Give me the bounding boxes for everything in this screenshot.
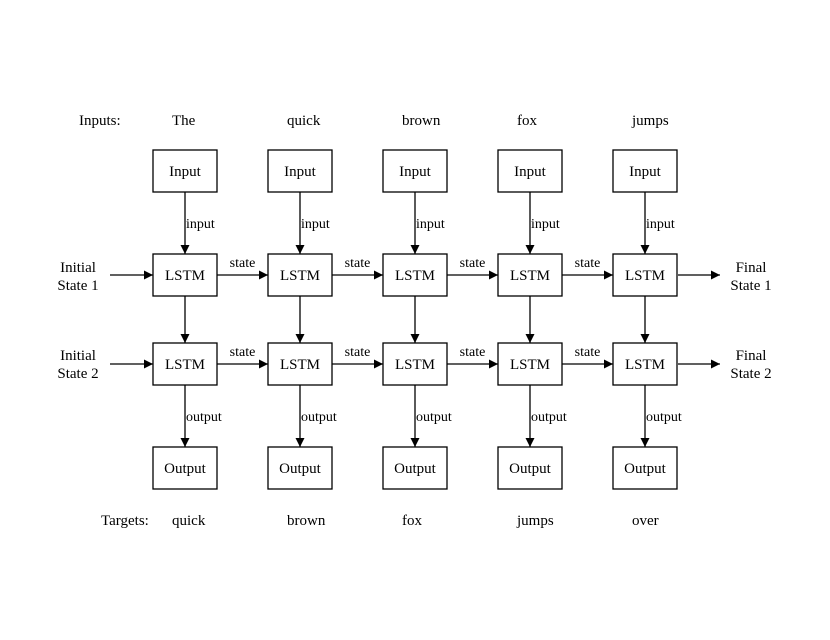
output-box-1-label: Output [164,461,207,477]
final-state-2-line-2: State 2 [730,366,771,382]
output-box-5-rect [612,446,678,490]
state-edge-label-layer-2-3: state [460,345,486,360]
output-box-4: Output [497,446,563,490]
lstm-layer-1-box-2: LSTM [267,253,333,297]
lstm-layer-2-box-5: LSTM [612,342,678,386]
output-box-1-rect [152,446,218,490]
input-box-4-label: Input [514,164,546,180]
input-word-5: jumps [631,113,669,129]
final-state-1-label: Final State 1 [730,260,771,294]
lstm-layer-2-box-3-rect [382,342,448,386]
output-box-1: Output [152,446,218,490]
lstm-layer-1-box-2-label: LSTM [280,268,320,284]
input-box-4-rect [497,149,563,193]
output-box-3: Output [382,446,448,490]
lstm-layer-1-box-3-rect [382,253,448,297]
target-word-3: fox [402,513,422,529]
input-box-3-rect [382,149,448,193]
lstm-layer-2-box-2: LSTM [267,342,333,386]
output-box-3-rect [382,446,448,490]
output-box-5-label: Output [624,461,667,477]
lstm-layer-2-box-3: LSTM [382,342,448,386]
lstm-layer-2-box-3-label: LSTM [395,357,435,373]
output-box-5: Output [612,446,678,490]
input-edge-label-4: input [531,217,560,232]
target-word-5: over [632,513,659,529]
final-state-2-line-1: Final [736,348,767,364]
lstm-layer-1-box-5: LSTM [612,253,678,297]
input-box-1: Input [152,149,218,193]
input-box-5: Input [612,149,678,193]
inputs-row-label: Inputs: [79,113,121,129]
input-box-4: Input [497,149,563,193]
output-edge-label-1: output [186,410,222,425]
state-edge-label-layer-1-3: state [460,256,486,271]
input-box-3: Input [382,149,448,193]
state-edge-label-layer-1-1: state [230,256,256,271]
output-box-4-rect [497,446,563,490]
input-box-1-rect [152,149,218,193]
state-edge-label-layer-2-1: state [230,345,256,360]
output-edge-label-2: output [301,410,337,425]
input-edge-label-3: input [416,217,445,232]
lstm-layer-2-box-4-label: LSTM [510,357,550,373]
input-box-3-label: Input [399,164,431,180]
state-edge-label-layer-2-4: state [575,345,601,360]
output-box-3-label: Output [394,461,437,477]
lstm-layer-1-box-1-label: LSTM [165,268,205,284]
lstm-layer-1-box-5-label: LSTM [625,268,665,284]
input-box-2: Input [267,149,333,193]
initial-state-2-line-1: Initial [60,348,96,364]
timestep-columns: ThequickInputLSTMLSTMOutputinputoutputst… [152,113,682,529]
final-state-1-line-2: State 1 [730,278,771,294]
targets-row-label: Targets: [101,513,149,529]
input-edge-label-2: input [301,217,330,232]
input-box-1-label: Input [169,164,201,180]
input-edge-label-1: input [186,217,215,232]
target-word-2: brown [287,513,326,529]
input-edge-label-5: input [646,217,675,232]
lstm-layer-1-box-3-label: LSTM [395,268,435,284]
lstm-layer-2-box-5-label: LSTM [625,357,665,373]
target-word-1: quick [172,513,206,529]
input-word-4: fox [517,113,537,129]
lstm-layer-2-box-4: LSTM [497,342,563,386]
input-word-3: brown [402,113,441,129]
initial-state-1-label: Initial State 1 [57,260,98,294]
input-word-1: The [172,113,196,129]
lstm-layer-1-box-4: LSTM [497,253,563,297]
input-word-2: quick [287,113,321,129]
lstm-layer-2-box-5-rect [612,342,678,386]
lstm-layer-1-box-4-label: LSTM [510,268,550,284]
initial-state-1-line-1: Initial [60,260,96,276]
output-box-2-rect [267,446,333,490]
output-edge-label-3: output [416,410,452,425]
input-box-2-label: Input [284,164,316,180]
target-word-4: jumps [516,513,554,529]
output-edge-label-4: output [531,410,567,425]
state-edge-label-layer-2-2: state [345,345,371,360]
lstm-layer-1-box-3: LSTM [382,253,448,297]
output-box-2-label: Output [279,461,322,477]
initial-state-1-line-2: State 1 [57,278,98,294]
initial-state-2-label: Initial State 2 [57,348,98,382]
lstm-layer-1-box-1: LSTM [152,253,218,297]
lstm-layer-2-box-2-label: LSTM [280,357,320,373]
final-state-1-line-1: Final [736,260,767,276]
state-edge-label-layer-1-2: state [345,256,371,271]
final-state-2-label: Final State 2 [730,348,771,382]
state-edge-label-layer-1-4: state [575,256,601,271]
input-box-5-label: Input [629,164,661,180]
lstm-layer-2-box-1-label: LSTM [165,357,205,373]
initial-state-2-line-2: State 2 [57,366,98,382]
lstm-layer-2-box-1: LSTM [152,342,218,386]
input-box-5-rect [612,149,678,193]
output-box-4-label: Output [509,461,552,477]
output-edge-label-5: output [646,410,682,425]
output-box-2: Output [267,446,333,490]
